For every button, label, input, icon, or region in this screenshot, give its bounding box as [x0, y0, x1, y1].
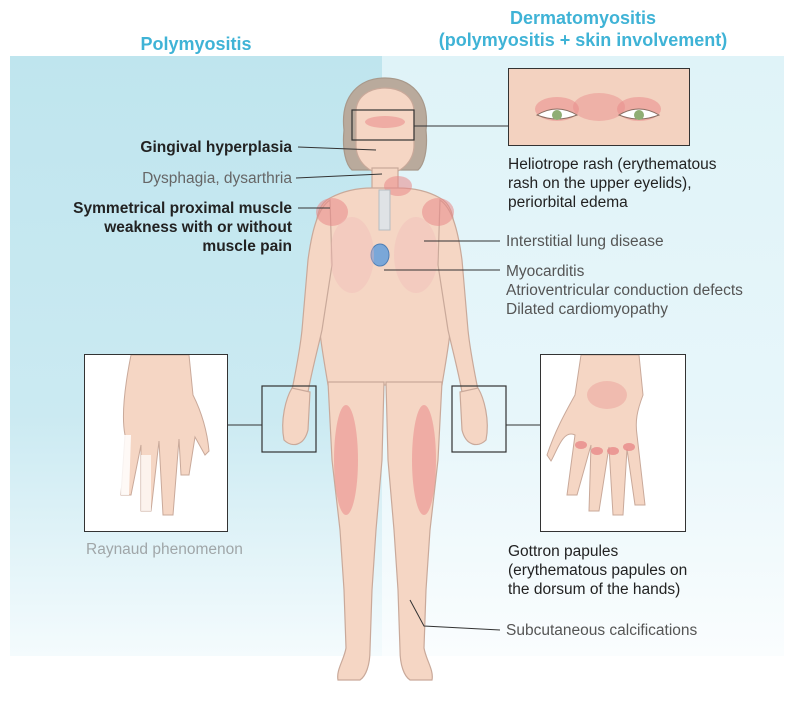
label-subcutaneous-calcifications: Subcutaneous calcifications [506, 621, 697, 640]
label-heliotrope-3: periorbital edema [508, 193, 628, 212]
raynaud-hand-inset [84, 354, 228, 532]
thigh-right-rash [412, 405, 436, 515]
label-proximal-weakness-2: weakness with or without [40, 218, 292, 237]
label-interstitial-lung: Interstitial lung disease [506, 232, 664, 251]
label-heliotrope-2: rash on the upper eyelids), [508, 174, 692, 193]
eye-inset-drawing [509, 69, 689, 145]
label-proximal-weakness-1: Symmetrical proximal muscle [40, 199, 292, 218]
label-proximal-weakness-3: muscle pain [40, 237, 292, 256]
leg-right [386, 382, 442, 680]
leg-left [328, 382, 384, 680]
thigh-left-rash [334, 405, 358, 515]
hand-right [460, 388, 487, 445]
label-gottron-2: (erythematous papules on [508, 561, 687, 580]
eyelid-rash [365, 116, 405, 128]
label-dilated-cardiomyopathy: Dilated cardiomyopathy [506, 300, 668, 319]
body-figure [283, 78, 488, 680]
label-gottron-3: the dorsum of the hands) [508, 580, 680, 599]
label-heliotrope-1: Heliotrope rash (erythematous [508, 155, 717, 174]
face [356, 88, 414, 174]
label-gottron-1: Gottron papules [508, 542, 618, 561]
label-myocarditis: Myocarditis [506, 262, 584, 281]
lung-right [394, 217, 438, 293]
gottron-hand-drawing [541, 355, 685, 531]
leader-dysphagia [296, 174, 382, 178]
shoulder-right-rash [422, 198, 454, 226]
trachea [379, 190, 390, 230]
raynaud-hand-drawing [85, 355, 227, 531]
label-dysphagia: Dysphagia, dysarthria [100, 169, 292, 188]
label-raynaud: Raynaud phenomenon [86, 540, 243, 559]
label-gingival-hyperplasia: Gingival hyperplasia [120, 138, 292, 157]
hand-left [283, 388, 310, 445]
gottron-hand-inset [540, 354, 686, 532]
lung-left [330, 217, 374, 293]
eye-inset [508, 68, 690, 146]
label-av-conduction: Atrioventricular conduction defects [506, 281, 743, 300]
